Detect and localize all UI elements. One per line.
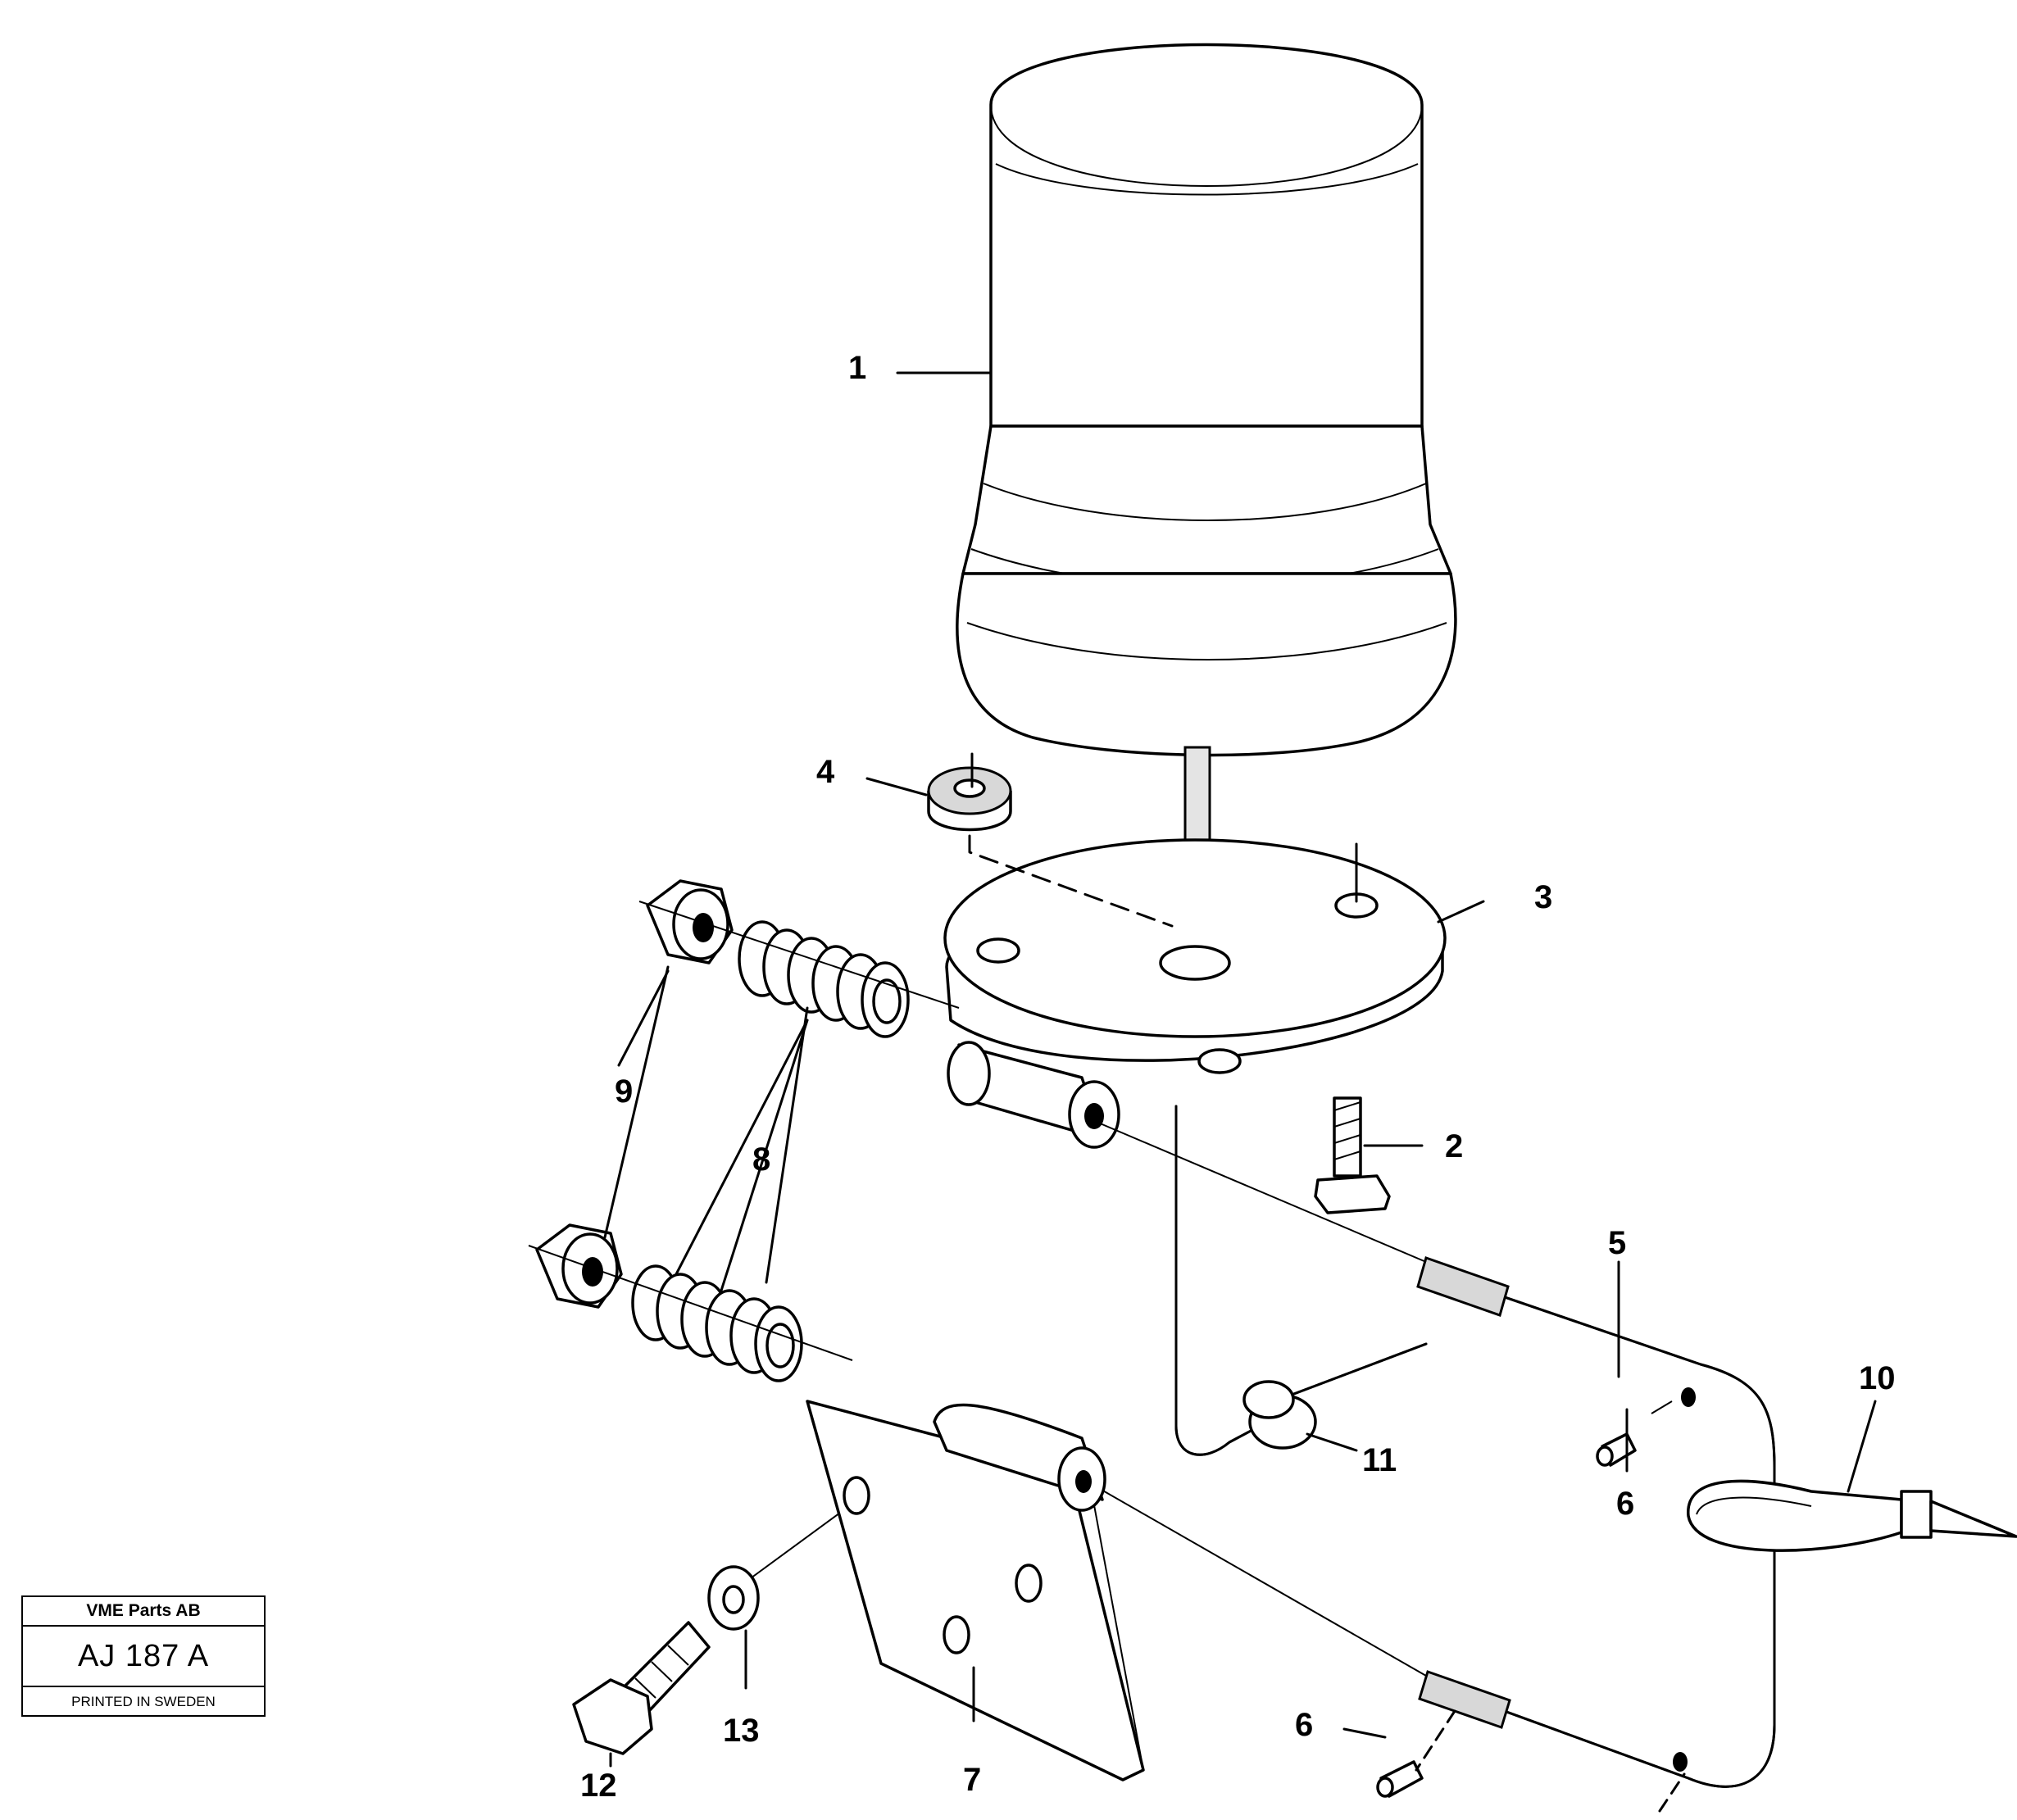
u-bolt bbox=[1416, 1256, 1776, 1788]
pin-upper bbox=[1596, 1432, 1637, 1467]
callout-5: 5 bbox=[1608, 1225, 1626, 1261]
pin-assembly-path bbox=[1415, 1709, 1686, 1813]
callout-6-upper: 6 bbox=[1616, 1486, 1634, 1522]
callout-2: 2 bbox=[1445, 1128, 1463, 1164]
stamp-printed: PRINTED IN SWEDEN bbox=[71, 1694, 216, 1709]
title-stamp: VME Parts AB AJ 187 A PRINTED IN SWEDEN bbox=[21, 1595, 266, 1717]
stamp-company: VME Parts AB bbox=[23, 1597, 264, 1627]
callout-8: 8 bbox=[752, 1141, 770, 1178]
cable-bushing bbox=[1242, 1380, 1317, 1450]
stamp-reference: AJ 187 A bbox=[23, 1627, 264, 1687]
base-plate bbox=[943, 838, 1447, 1074]
spring-upper bbox=[738, 920, 910, 1038]
callout-12: 12 bbox=[580, 1768, 617, 1804]
bracket-plate bbox=[806, 1400, 1145, 1781]
callout-10: 10 bbox=[1859, 1360, 1896, 1396]
callout-3: 3 bbox=[1534, 879, 1552, 915]
nut-lower bbox=[535, 1223, 623, 1309]
flat-washer bbox=[707, 1565, 760, 1631]
hex-bolt bbox=[572, 1621, 711, 1755]
callout-13: 13 bbox=[723, 1713, 760, 1749]
nut-upper bbox=[646, 879, 734, 964]
callout-9: 9 bbox=[615, 1073, 633, 1110]
washer-assembly-path bbox=[968, 834, 1174, 928]
beacon-lamp bbox=[956, 43, 1457, 757]
cable-tie bbox=[1687, 1479, 2017, 1552]
leader-lines bbox=[603, 371, 1877, 1768]
callout-11: 11 bbox=[1362, 1442, 1397, 1478]
callout-7: 7 bbox=[963, 1762, 981, 1798]
callout-1: 1 bbox=[848, 350, 866, 386]
screw bbox=[1314, 1096, 1391, 1214]
callout-6-lower: 6 bbox=[1295, 1707, 1313, 1743]
callout-4: 4 bbox=[816, 754, 835, 790]
pin-lower bbox=[1376, 1760, 1424, 1798]
rubber-washer bbox=[927, 752, 1012, 832]
assembly-axis-lines bbox=[528, 901, 1673, 1677]
cable bbox=[1174, 1105, 1428, 1456]
spring-lower bbox=[631, 1264, 803, 1382]
